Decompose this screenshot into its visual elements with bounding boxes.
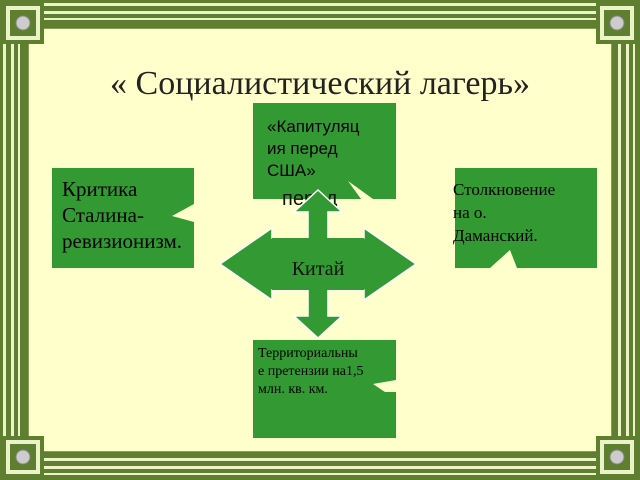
box-right-text: Столкновение на о. Даманский. — [453, 180, 556, 245]
corner-ornament-bottom-right — [596, 436, 638, 478]
corner-ornament-top-right — [596, 2, 638, 44]
box-left-shape — [52, 168, 194, 268]
box-top-text: «Капитуляц ия перед США» — [267, 117, 360, 180]
box-left-text: Критика Сталина- ревизионизм. — [62, 177, 183, 253]
page-title: « Социалистический лагерь» — [110, 65, 530, 102]
box-bottom-shape — [253, 340, 396, 438]
center-label: Китай — [291, 258, 345, 280]
corner-ornament-bottom-left — [2, 436, 44, 478]
box-top-shape — [253, 103, 396, 199]
box-right-shape — [455, 168, 597, 268]
four-way-arrow — [218, 188, 418, 340]
corner-ornament-top-left — [2, 2, 44, 44]
box-bottom-text: Территориальны е претензии на1,5 млн. кв… — [258, 346, 364, 397]
